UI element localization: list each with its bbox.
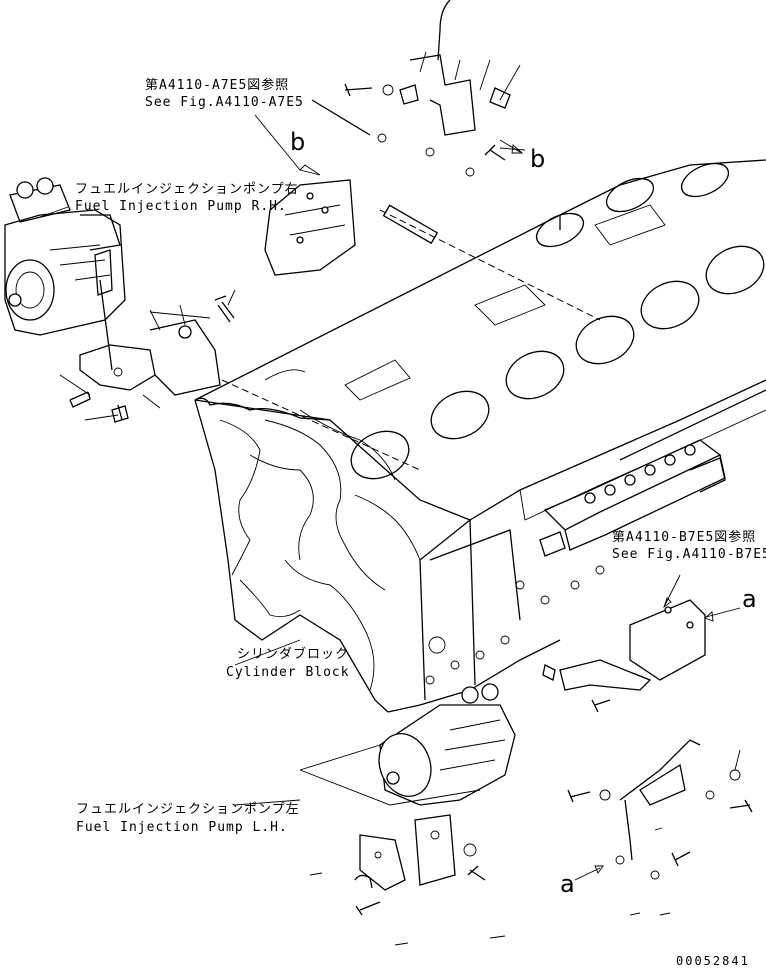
fuel-injection-line-assembly	[539, 439, 726, 557]
top-bracket-assembly	[221, 0, 601, 471]
cylinder-block-label-en: Cylinder Block	[226, 665, 350, 680]
drawing-number: 00052841	[676, 954, 750, 968]
fuel-injection-pump-rh	[4, 177, 126, 336]
fuel-injection-pump-lh	[299, 683, 516, 806]
pump-rh-label-jp: フュエルインジェクションポンプ右	[75, 182, 299, 197]
leader-lines	[39, 114, 741, 881]
reference-label-top-jp: 第A4110-A7E5図参照	[145, 78, 290, 93]
pump-lh-label-jp: フュエルインジェクションポンプ左	[76, 802, 300, 817]
reference-label-top-en: See Fig.A4110-A7E5	[145, 95, 304, 110]
pump-rh-label-en: Fuel Injection Pump R.H.	[75, 199, 287, 214]
cylinder-block-label-jp: シリンダブロック	[237, 647, 350, 662]
view-marker-b-side: b	[530, 145, 546, 173]
view-marker-b-top: b	[290, 128, 306, 156]
reference-label-right-jp: 第A4110-B7E5図参照	[612, 530, 757, 545]
reference-label-right-en: See Fig.A4110-B7E5	[612, 547, 766, 562]
pump-lh-bracket	[309, 814, 506, 946]
pump-lh-label-en: Fuel Injection Pump L.H.	[76, 820, 288, 835]
pump-rh-bracket	[59, 279, 236, 423]
cylinder-block	[194, 159, 766, 713]
view-marker-a-bottom: a	[560, 870, 575, 898]
view-marker-a-right: a	[742, 585, 757, 613]
right-bracket-assembly	[542, 599, 753, 916]
